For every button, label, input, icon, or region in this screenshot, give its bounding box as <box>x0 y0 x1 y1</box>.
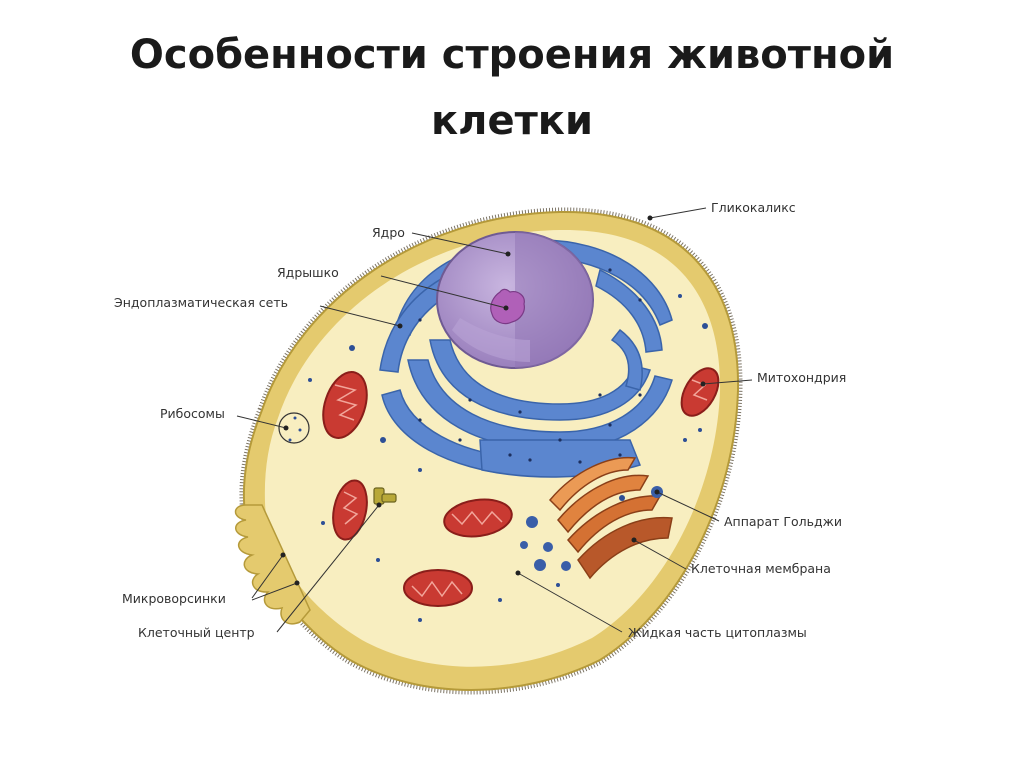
label-er: Эндоплазматическая сеть <box>114 295 288 310</box>
label-golgi: Аппарат Гольджи <box>724 514 842 529</box>
label-microvilli: Микроворсинки <box>122 591 226 606</box>
label-nucleus: Ядро <box>372 225 405 240</box>
label-centrosome: Клеточный центр <box>138 625 255 640</box>
label-mitochondria: Митохондрия <box>757 370 846 385</box>
label-nucleolus: Ядрышко <box>277 265 339 280</box>
label-membrane: Клеточная мембрана <box>691 561 831 576</box>
label-ribosomes: Рибосомы <box>160 406 225 421</box>
label-cytoplasm: Жидкая часть цитоплазмы <box>628 625 807 640</box>
label-glycocalyx: Гликокаликс <box>711 200 796 215</box>
